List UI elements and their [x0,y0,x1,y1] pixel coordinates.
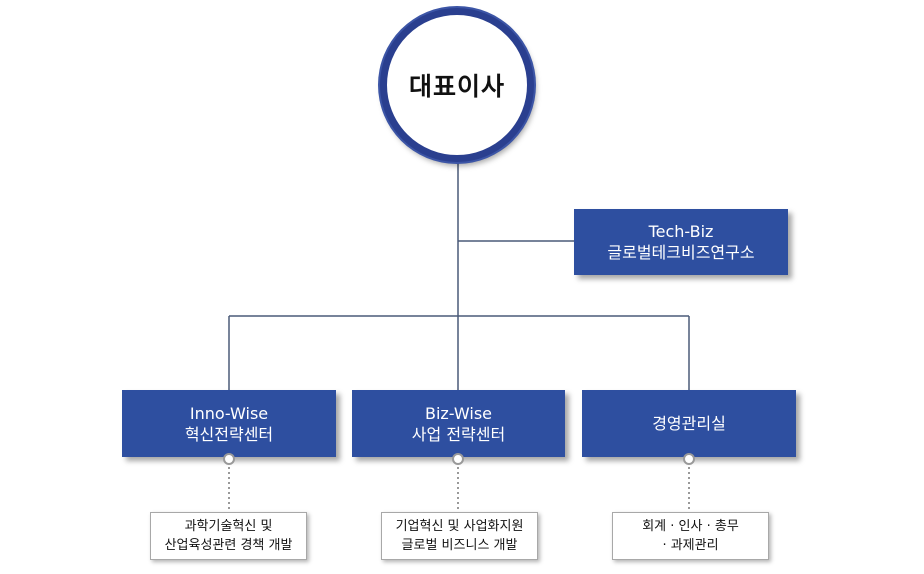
center-line1: 경영관리실 [652,414,726,433]
lab-line2: 글로벌테크비즈연구소 [607,243,755,262]
center-line1: Inno-Wise [189,403,269,423]
ceo-node: 대표이사 [380,8,534,162]
connector-dot [223,453,235,465]
center-node-biz-wise: Biz-Wise 사업 전략센터 [352,390,565,457]
desc-line1: 기업혁신 및 사업화지원 [395,519,524,534]
desc-line2: · 과제관리 [662,538,719,553]
center-line2: 사업 전략센터 [411,424,506,444]
desc-box-management: 회계 · 인사 · 총무 · 과제관리 [612,512,769,560]
center-line2: 혁신전략센터 [184,424,274,444]
center-line1: Biz-Wise [424,403,493,423]
connector-dot [683,453,695,465]
desc-box-inno-wise: 과학기술혁신 및 산업육성관련 경책 개발 [150,512,307,560]
center-node-inno-wise: Inno-Wise 혁신전략센터 [122,390,336,457]
desc-box-biz-wise: 기업혁신 및 사업화지원 글로벌 비즈니스 개발 [381,512,538,560]
lab-node: Tech-Biz 글로벌테크비즈연구소 [574,209,788,275]
desc-line2: 산업육성관련 경책 개발 [164,538,293,553]
ceo-label: 대표이사 [408,72,505,101]
desc-line1: 과학기술혁신 및 [184,519,273,534]
center-node-management: 경영관리실 [582,390,796,457]
lab-line1: Tech-Biz [648,222,714,241]
desc-line2: 글로벌 비즈니스 개발 [401,538,518,553]
desc-line1: 회계 · 인사 · 총무 [642,519,739,534]
connector-dot [452,453,464,465]
